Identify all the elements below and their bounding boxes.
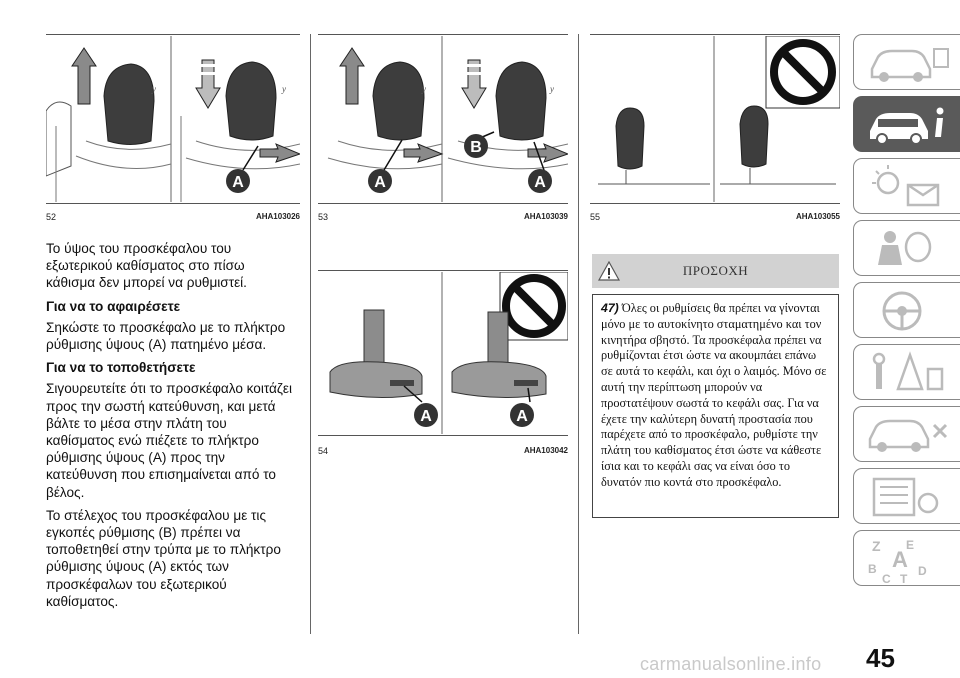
tab-starting-driving[interactable] bbox=[853, 282, 960, 338]
index-letter-b: B bbox=[868, 562, 877, 576]
emergency-tools-icon bbox=[872, 351, 944, 391]
warning-triangle-icon bbox=[598, 261, 620, 281]
column-divider-left bbox=[310, 34, 311, 634]
index-letter-t: T bbox=[900, 572, 908, 585]
fig54-bottom-rule bbox=[318, 435, 568, 436]
warning-body: Όλες οι ρυθμίσεις θα πρέπει να γίνονται … bbox=[601, 301, 827, 489]
fig52-bottom-rule bbox=[46, 203, 300, 204]
refit-heading: Για να το τοποθετήσετε bbox=[46, 360, 196, 376]
intro-paragraph: Το ύψος του προσκέφαλου του εξωτερικού κ… bbox=[46, 241, 247, 291]
fig55-top-rule bbox=[590, 34, 840, 35]
fig52-callout-a: A bbox=[232, 174, 244, 191]
page-number: 45 bbox=[866, 643, 895, 673]
fig53-callout-a-left: A bbox=[374, 174, 386, 191]
warning-box: 47) Όλες οι ρυθμίσεις θα πρέπει να γίνον… bbox=[592, 294, 839, 518]
alphabetical-index-icon: Z E A B C T D bbox=[868, 538, 927, 585]
tab-index[interactable]: Z E A B C T D bbox=[853, 530, 960, 586]
tab-safety[interactable] bbox=[853, 220, 960, 276]
fig55-number: 55 bbox=[590, 212, 601, 222]
svg-text:y: y bbox=[281, 84, 286, 94]
tab-maintenance[interactable] bbox=[853, 406, 960, 462]
figure-54: A A bbox=[318, 272, 568, 434]
fig52-top-rule bbox=[46, 34, 300, 35]
svg-text:y: y bbox=[421, 84, 426, 94]
airbag-safety-icon bbox=[878, 231, 932, 265]
watermark: carmanualsonline.info bbox=[640, 654, 822, 674]
fig55-caption: 55 AHA103055 bbox=[590, 212, 840, 224]
body-text: Το ύψος του προσκέφαλου του εξωτερικού κ… bbox=[46, 240, 296, 616]
fig53-callout-b: B bbox=[470, 139, 482, 156]
index-letter-e: E bbox=[906, 538, 914, 552]
tab-technical-data[interactable] bbox=[853, 468, 960, 524]
fig54-callout-a-left: A bbox=[420, 408, 432, 425]
warning-ref: 47) bbox=[601, 301, 619, 315]
warning-header: ΠΡΟΣΟΧΗ bbox=[592, 254, 839, 288]
index-letter-z: Z bbox=[872, 538, 881, 554]
figure-52: y y A bbox=[46, 36, 300, 202]
fig52-code: AHA103026 bbox=[255, 212, 300, 221]
tab-car-info[interactable] bbox=[853, 96, 960, 152]
svg-text:y: y bbox=[151, 84, 156, 94]
figure-55 bbox=[590, 36, 840, 202]
index-letter-a: A bbox=[892, 547, 908, 572]
index-letter-c: C bbox=[882, 572, 891, 585]
fig53-bottom-rule bbox=[318, 203, 568, 204]
refit-paragraph-1: Σιγουρευτείτε ότι το προσκέφαλο κοιτάζει… bbox=[46, 381, 292, 500]
remove-heading: Για να το αφαιρέσετε bbox=[46, 298, 181, 314]
fig53-caption: 53 AHA103039 bbox=[318, 212, 568, 224]
fig52-number: 52 bbox=[46, 212, 57, 222]
fig53-code: AHA103039 bbox=[523, 212, 568, 221]
technical-data-icon bbox=[872, 477, 939, 517]
steering-wheel-icon bbox=[882, 291, 922, 331]
fig52-caption: 52 AHA103026 bbox=[46, 212, 300, 224]
svg-text:y: y bbox=[549, 84, 554, 94]
fig55-code: AHA103055 bbox=[795, 212, 840, 221]
fig54-code: AHA103042 bbox=[523, 446, 568, 455]
car-info-icon bbox=[870, 107, 944, 145]
fig54-top-rule bbox=[318, 270, 568, 271]
fig54-number: 54 bbox=[318, 446, 329, 456]
tab-warning-lights[interactable] bbox=[853, 158, 960, 214]
fig55-bottom-rule bbox=[590, 203, 840, 204]
tab-emergency[interactable] bbox=[853, 344, 960, 400]
fig54-caption: 54 AHA103042 bbox=[318, 446, 568, 458]
refit-paragraph-2: Το στέλεχος του προσκέφαλου με τις εγκοπ… bbox=[46, 507, 281, 609]
index-letter-d: D bbox=[918, 564, 927, 578]
figure-53: y A y B A bbox=[318, 36, 568, 202]
tab-dashboard[interactable] bbox=[853, 34, 960, 90]
fig53-top-rule bbox=[318, 34, 568, 35]
warning-title: ΠΡΟΣΟΧΗ bbox=[682, 263, 749, 278]
car-dashboard-icon bbox=[870, 48, 949, 82]
fig54-callout-a-right: A bbox=[516, 408, 528, 425]
car-maintenance-icon bbox=[868, 419, 948, 452]
fig53-number: 53 bbox=[318, 212, 329, 222]
warning-light-message-icon bbox=[872, 165, 940, 207]
fig53-callout-a-right: A bbox=[534, 174, 546, 191]
column-divider-right bbox=[578, 34, 579, 634]
remove-paragraph: Σηκώστε το προσκέφαλο με το πλήκτρο ρύθμ… bbox=[46, 319, 286, 353]
